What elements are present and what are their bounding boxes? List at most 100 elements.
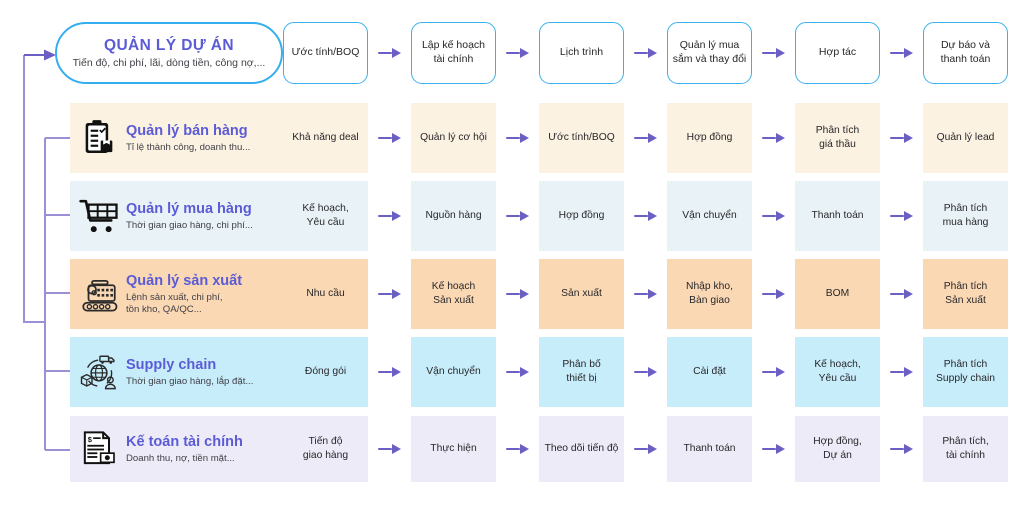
flow-arrow xyxy=(634,444,657,454)
step-cell-r2-c4[interactable]: Vận chuyển xyxy=(667,181,752,251)
step-cell-r2-c3[interactable]: Hợp đồng xyxy=(539,181,624,251)
flow-arrow xyxy=(378,211,401,221)
row-label-card-5[interactable]: $ Kế toán tài chính Doanh thu, nợ, tiền … xyxy=(70,416,283,482)
flow-arrow xyxy=(762,48,785,58)
step-cell-r1-c1[interactable]: Khả năng deal xyxy=(283,103,368,173)
step-cell-r2-c2[interactable]: Nguồn hàng xyxy=(411,181,496,251)
stage-box-1[interactable]: Ước tính/BOQ xyxy=(283,22,368,84)
step-cell-r1-c4[interactable]: Hợp đồng xyxy=(667,103,752,173)
flow-arrow xyxy=(890,211,913,221)
step-cell-label: Sản xuất xyxy=(561,288,602,300)
row-title: Supply chain xyxy=(126,357,217,373)
flow-arrow xyxy=(506,133,529,143)
step-cell-r5-c3[interactable]: Theo dõi tiến độ xyxy=(539,416,624,482)
flow-arrow xyxy=(762,367,785,377)
row-subtitle: Thời gian giao hàng, lắp đặt... xyxy=(126,376,254,387)
flow-arrow xyxy=(506,48,529,58)
step-cell-label: Nhập kho,Bàn giao xyxy=(686,281,733,306)
row-label-card-1[interactable]: Quản lý bán hàng Tỉ lệ thành công, doanh… xyxy=(70,103,283,173)
step-cell-r3-c1[interactable]: Nhu cầu xyxy=(283,259,368,329)
shopping-cart-icon xyxy=(78,195,120,237)
stage-box-5[interactable]: Hợp tác xyxy=(795,22,880,84)
flow-arrow xyxy=(634,367,657,377)
flow-arrow xyxy=(506,444,529,454)
flow-arrow xyxy=(634,289,657,299)
main-header-card: QUẢN LÝ DỰ ÁN Tiến độ, chi phí, lãi, dòn… xyxy=(55,22,283,84)
stage-box-3[interactable]: Lịch trình xyxy=(539,22,624,84)
step-cell-label: Hợp đồng,Dự án xyxy=(813,436,862,461)
step-cell-label: Vận chuyển xyxy=(682,210,737,222)
row-subtitle: Thời gian giao hàng, chi phí... xyxy=(126,220,253,231)
step-cell-label: Hợp đồng xyxy=(686,132,733,144)
step-cell-label: Thực hiện xyxy=(430,443,477,455)
step-cell-r4-c5[interactable]: Kế hoạch,Yêu cầu xyxy=(795,337,880,407)
flow-arrow xyxy=(890,367,913,377)
flow-arrow xyxy=(890,289,913,299)
step-cell-r1-c3[interactable]: Ước tính/BOQ xyxy=(539,103,624,173)
step-cell-r3-c3[interactable]: Sản xuất xyxy=(539,259,624,329)
step-cell-label: Hợp đồng xyxy=(558,210,605,222)
step-cell-label: Thanh toán xyxy=(683,443,736,455)
stage-box-label: Lịch trình xyxy=(559,46,604,59)
step-cell-label: Theo dõi tiến độ xyxy=(544,443,619,455)
step-cell-r5-c5[interactable]: Hợp đồng,Dự án xyxy=(795,416,880,482)
step-cell-r2-c1[interactable]: Kế hoạch,Yêu cầu xyxy=(283,181,368,251)
stage-box-label: Hợp tác xyxy=(818,46,857,59)
row-label-card-4[interactable]: Supply chain Thời gian giao hàng, lắp đặ… xyxy=(70,337,283,407)
step-cell-r4-c2[interactable]: Vận chuyển xyxy=(411,337,496,407)
factory-conveyor-icon xyxy=(78,273,120,315)
row-title: Kế toán tài chính xyxy=(126,434,243,450)
step-cell-r3-c4[interactable]: Nhập kho,Bàn giao xyxy=(667,259,752,329)
step-cell-label: Quản lý lead xyxy=(936,132,995,144)
flow-arrow xyxy=(762,211,785,221)
row-label-card-2[interactable]: Quản lý mua hàng Thời gian giao hàng, ch… xyxy=(70,181,283,251)
step-cell-label: Thanh toán xyxy=(811,210,864,222)
step-cell-label: Kế hoạch,Yêu cầu xyxy=(302,203,349,228)
flow-arrow xyxy=(890,48,913,58)
flow-arrow xyxy=(890,444,913,454)
row-title: Quản lý sản xuất xyxy=(126,273,243,290)
step-cell-label: Ước tính/BOQ xyxy=(548,132,615,144)
flow-arrow xyxy=(506,289,529,299)
step-cell-r4-c1[interactable]: Đóng gói xyxy=(283,337,368,407)
step-cell-label: Nguồn hàng xyxy=(425,210,482,222)
row-subtitle: Lệnh sản xuất, chi phí,tồn kho, QA/QC... xyxy=(126,292,223,315)
step-cell-label: Phân tích,tài chính xyxy=(942,436,989,461)
flow-arrow xyxy=(890,133,913,143)
step-cell-r5-c6[interactable]: Phân tích,tài chính xyxy=(923,416,1008,482)
step-cell-r1-c6[interactable]: Quản lý lead xyxy=(923,103,1008,173)
flow-arrow xyxy=(378,133,401,143)
step-cell-r5-c4[interactable]: Thanh toán xyxy=(667,416,752,482)
step-cell-r5-c2[interactable]: Thực hiện xyxy=(411,416,496,482)
flow-arrow xyxy=(378,367,401,377)
step-cell-r1-c2[interactable]: Quản lý cơ hội xyxy=(411,103,496,173)
flow-arrow xyxy=(762,133,785,143)
step-cell-r4-c4[interactable]: Cài đặt xyxy=(667,337,752,407)
step-cell-r2-c5[interactable]: Thanh toán xyxy=(795,181,880,251)
step-cell-label: BOM xyxy=(825,288,850,300)
step-cell-label: Vận chuyển xyxy=(426,366,481,378)
row-label-card-3[interactable]: Quản lý sản xuất Lệnh sản xuất, chi phí,… xyxy=(70,259,283,329)
flow-arrow xyxy=(634,48,657,58)
row-subtitle: Doanh thu, nợ, tiền mặt... xyxy=(126,453,235,464)
row-subtitle: Tỉ lệ thành công, doanh thu... xyxy=(126,142,251,153)
step-cell-r3-c5[interactable]: BOM xyxy=(795,259,880,329)
step-cell-label: Kế hoạch,Yêu cầu xyxy=(814,359,861,384)
